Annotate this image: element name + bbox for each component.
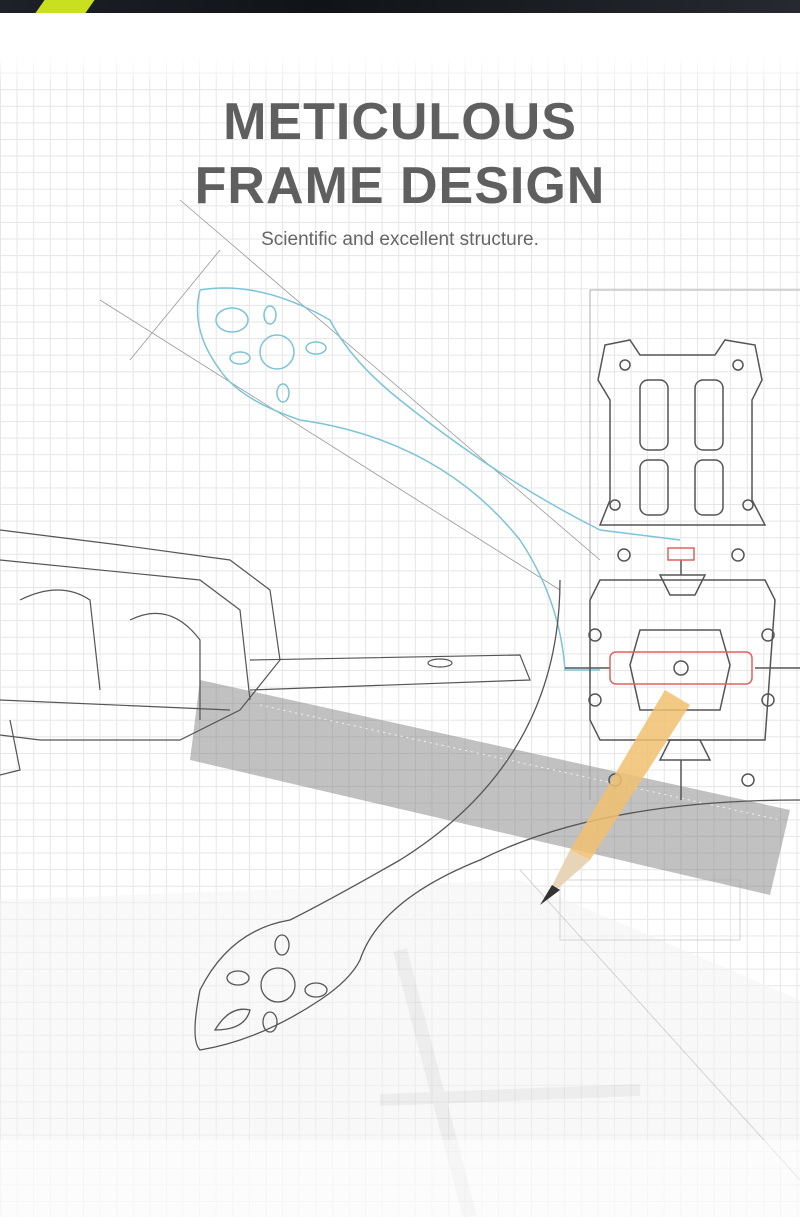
frame-3d-outline	[0, 529, 531, 776]
blue-arm-outline	[196, 287, 681, 671]
subtitle: Scientific and excellent structure.	[261, 229, 539, 250]
top-plate-outline	[565, 339, 800, 800]
grid-fade	[0, 56, 800, 86]
ruler-image	[190, 680, 790, 895]
title-line-2: FRAME DESIGN	[194, 157, 606, 215]
red-highlight	[609, 651, 753, 685]
title-line-1: METICULOUS	[223, 93, 577, 151]
page-title: METICULOUS FRAME DESIGN	[0, 90, 800, 218]
lower-arm-outline	[194, 579, 800, 1051]
pencil-image	[540, 690, 690, 905]
top-banner-strip	[0, 0, 800, 13]
